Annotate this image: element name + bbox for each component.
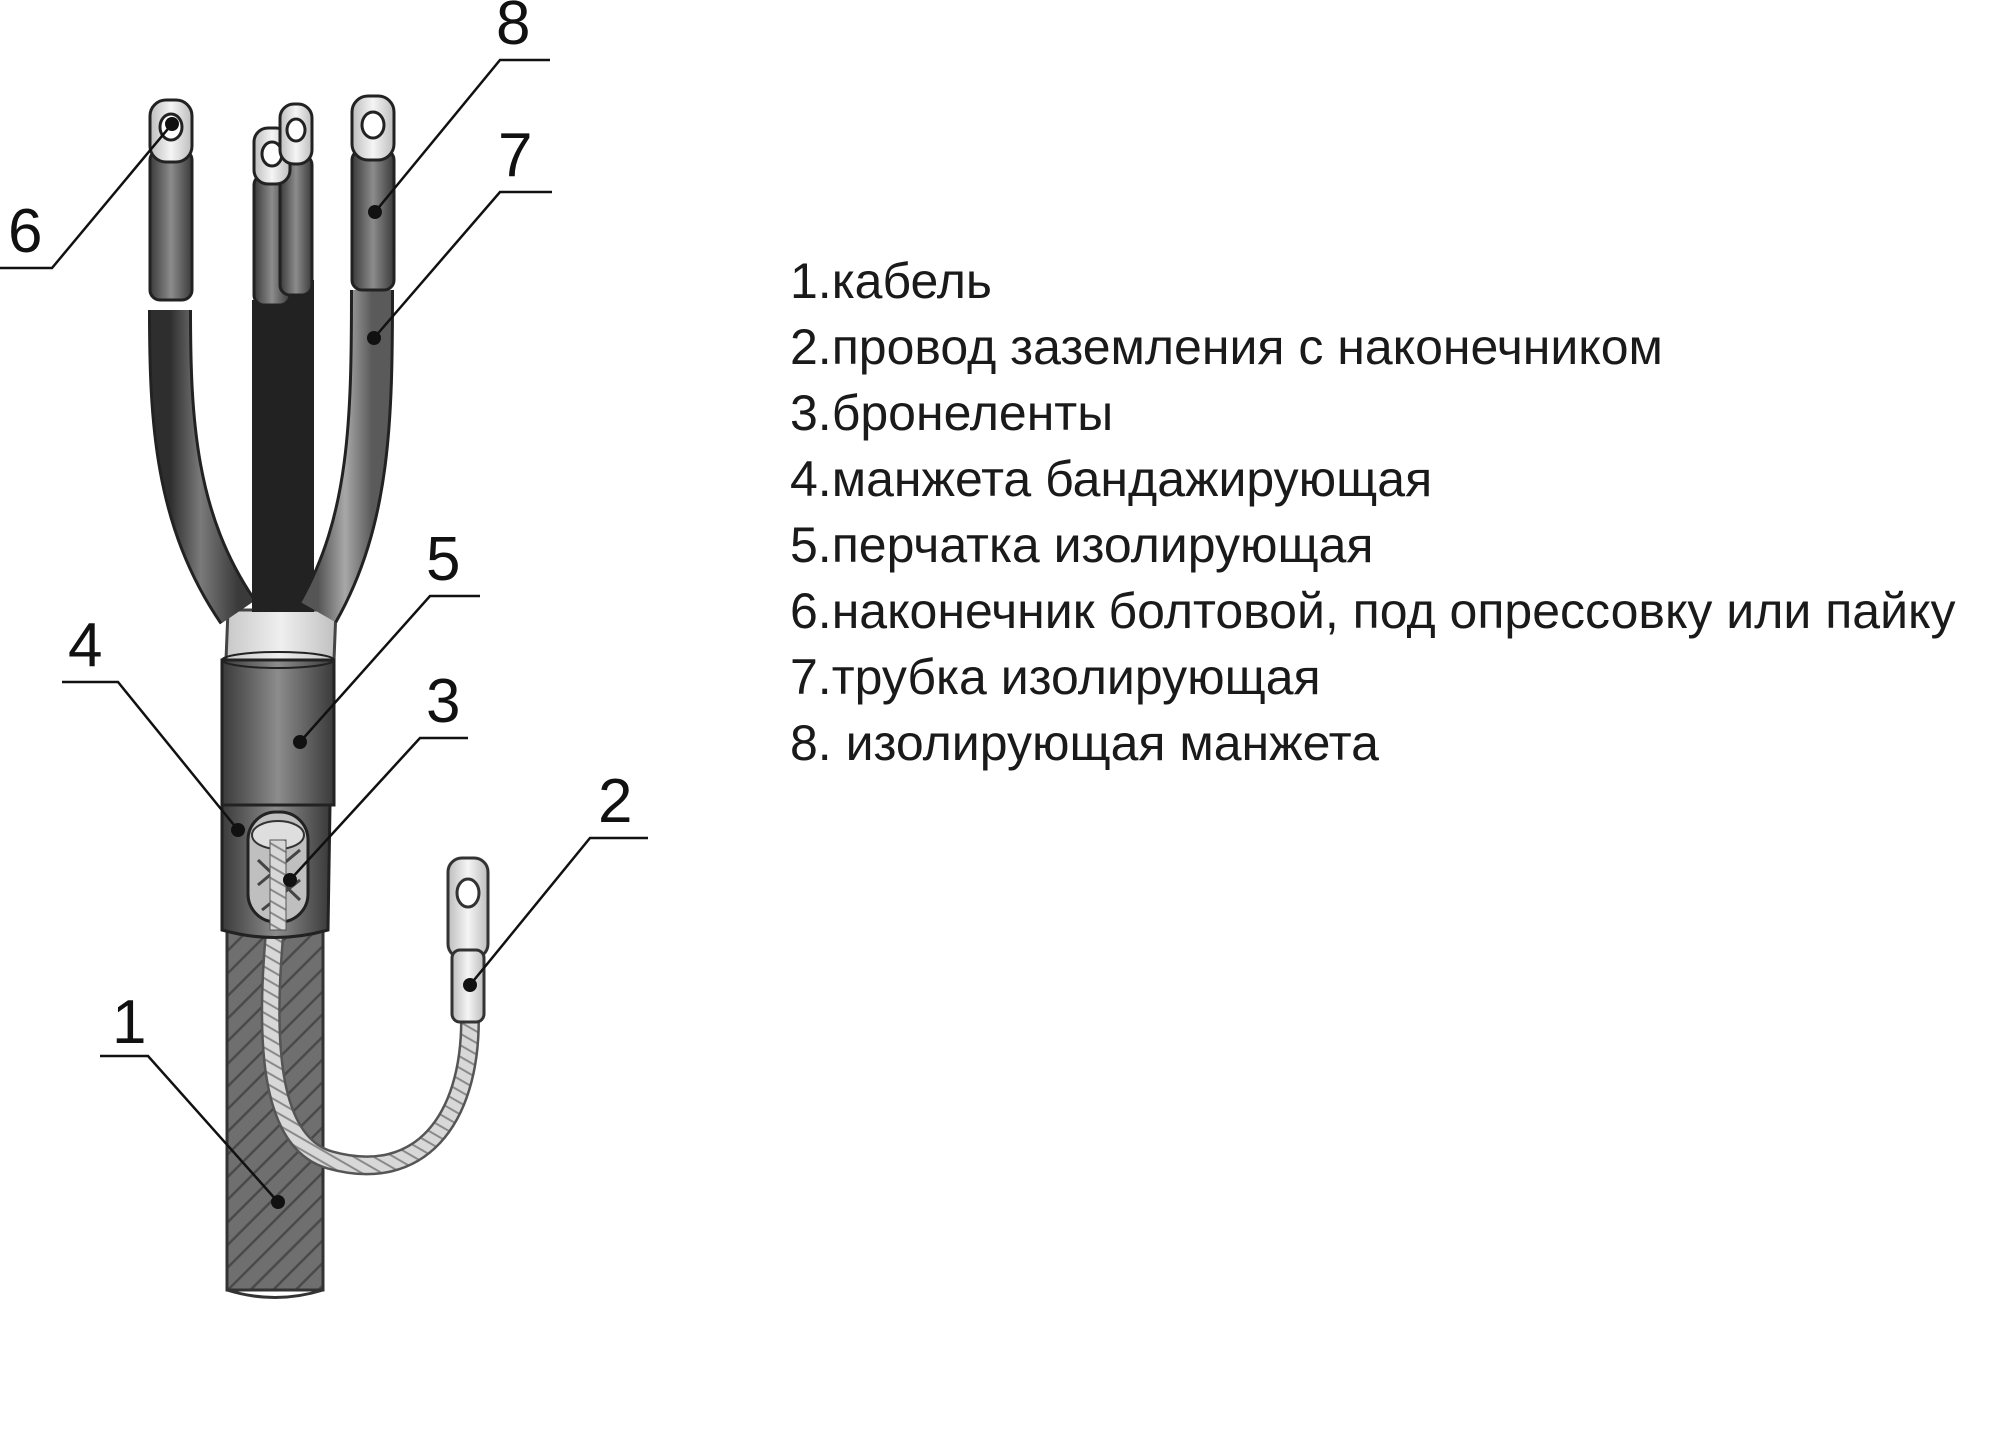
legend-item-5: 5.перчатка изолирующая [790,517,1374,573]
callout-2: 2 [598,767,632,836]
cable-termination-diagram: 1 2 3 4 5 6 7 8 [0,0,648,1299]
binding-cuff [220,803,332,939]
callout-8: 8 [496,0,530,58]
core-lugs [148,94,396,186]
legend-item-3: 3.бронеленты [790,385,1114,441]
callout-3: 3 [426,667,460,736]
legend-item-2: 2.провод заземления с наконечником [790,319,1663,375]
legend-item-6: 6.наконечник болтовой, под опрессовку ил… [790,583,1956,639]
callout-7: 7 [498,121,532,190]
callout-4: 4 [68,611,102,680]
callout-1: 1 [112,988,146,1057]
legend-item-4: 4.манжета бандажирующая [790,451,1433,507]
insulating-glove [220,608,338,807]
callout-6: 6 [8,197,42,266]
legend: 1.кабель 2.провод заземления с наконечни… [790,248,1990,776]
leader-dots [165,117,477,1209]
cable-cores [148,94,396,625]
leader-lines [0,58,648,1203]
legend-item-7: 7.трубка изолирующая [790,649,1321,705]
callout-5: 5 [426,525,460,594]
legend-item-8: 8. изолирующая манжета [790,715,1379,771]
legend-item-1: 1.кабель [790,253,992,309]
